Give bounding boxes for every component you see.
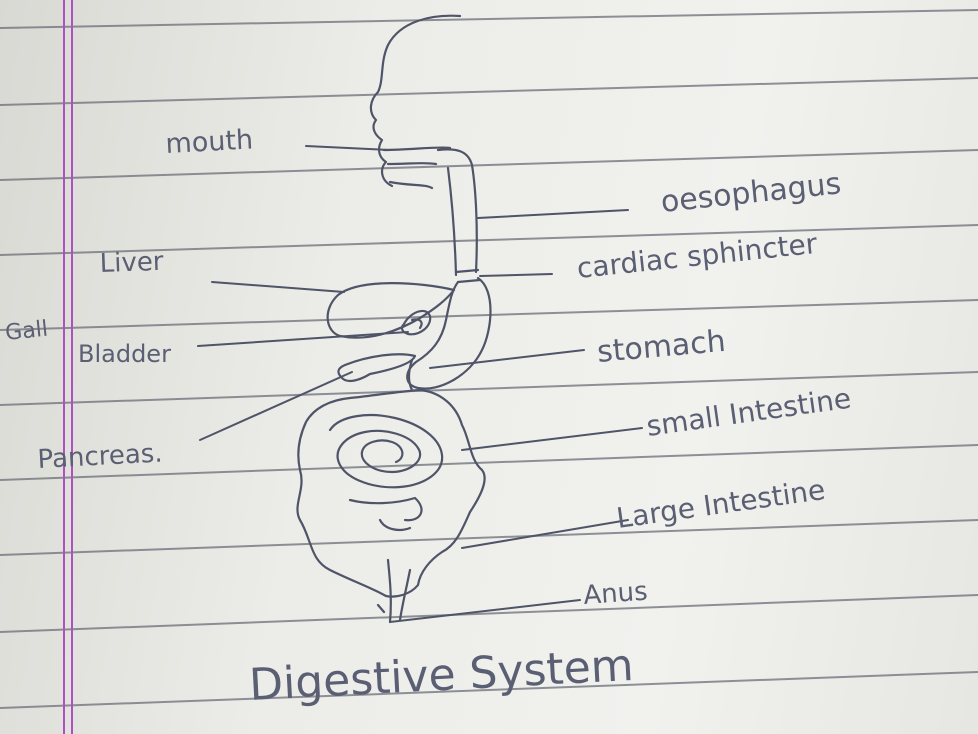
diagram-title: Digestive System — [248, 640, 635, 711]
rectum-drawing — [378, 560, 410, 622]
small-intestine-drawing — [330, 415, 442, 530]
margin-lines — [64, 0, 72, 734]
label-stomach: stomach — [596, 324, 727, 370]
label-liver: Liver — [99, 247, 164, 279]
oesophagus-drawing — [438, 149, 477, 275]
cardiac-sphincter-pointer — [480, 274, 552, 276]
label-mouth: mouth — [165, 124, 254, 160]
oesophagus-pointer — [478, 210, 628, 218]
large-intestine-drawing — [297, 390, 484, 597]
label-pancreas: Pancreas. — [37, 438, 163, 475]
label-gall: Gall — [4, 317, 49, 346]
stomach-pointer — [430, 350, 584, 368]
label-small-intestine: small Intestine — [644, 382, 853, 443]
liver-drawing — [328, 283, 454, 337]
label-bladder: Bladder — [78, 340, 171, 368]
small-intestine-pointer — [462, 428, 642, 450]
head-outline — [371, 16, 460, 186]
pancreas-drawing — [338, 354, 415, 381]
label-oesophagus: oesophagus — [659, 166, 843, 220]
mouth-pointer — [306, 146, 390, 150]
gall-bladder-pointer — [198, 332, 408, 346]
liver-pointer — [212, 282, 344, 292]
label-pointers — [198, 146, 642, 622]
label-anus: Anus — [582, 577, 648, 611]
